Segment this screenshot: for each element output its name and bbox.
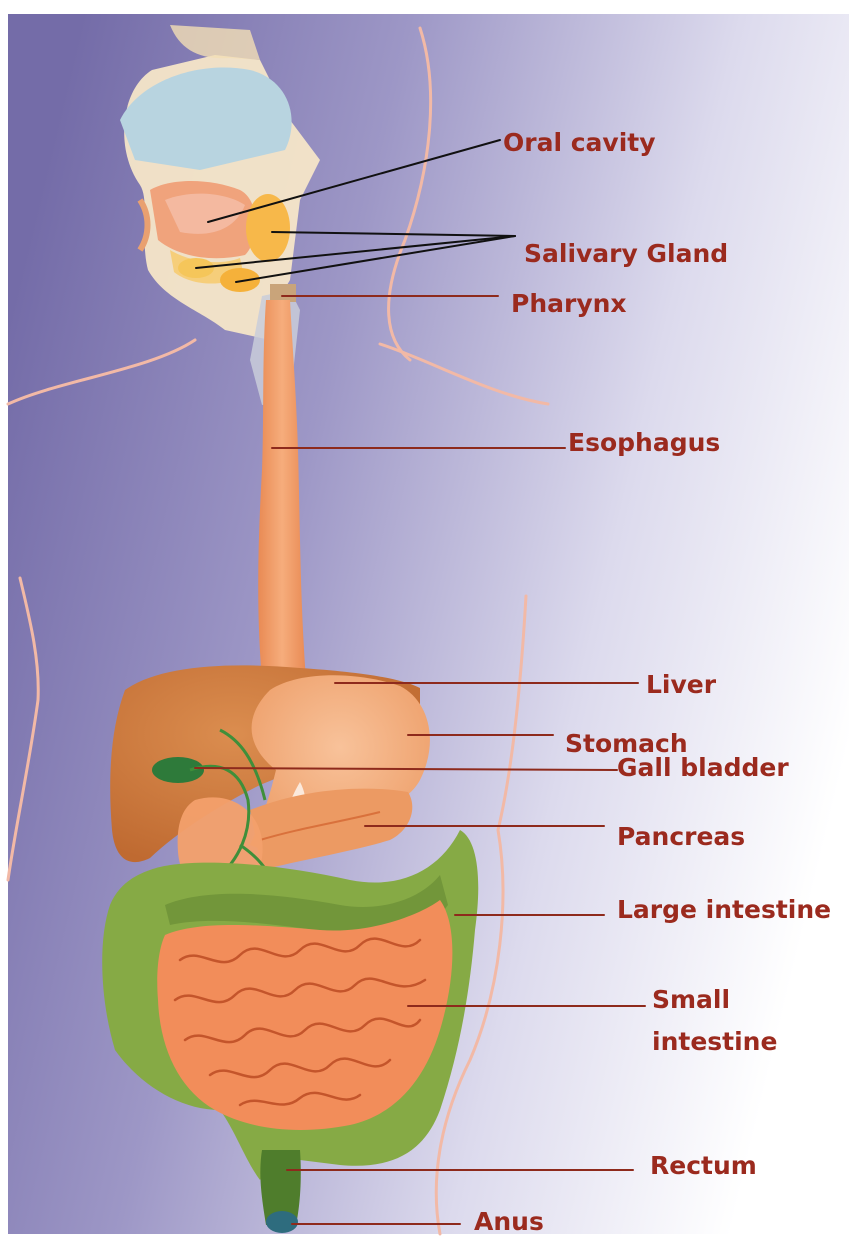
- label-small-intestine-line2: intestine: [652, 1026, 777, 1058]
- gall-bladder-shape: [152, 757, 204, 783]
- label-gall-bladder: Gall bladder: [617, 752, 789, 784]
- label-pancreas: Pancreas: [617, 821, 745, 853]
- anus-shape: [266, 1211, 298, 1233]
- label-liver: Liver: [646, 669, 716, 701]
- label-anus: Anus: [474, 1206, 544, 1238]
- label-large-intestine: Large intestine: [617, 894, 831, 926]
- label-salivary-gland: Salivary Gland: [524, 238, 728, 270]
- label-pharynx: Pharynx: [511, 288, 627, 320]
- label-esophagus: Esophagus: [568, 427, 720, 459]
- label-rectum: Rectum: [650, 1150, 757, 1182]
- label-oral-cavity: Oral cavity: [503, 127, 656, 159]
- label-small-intestine-line1: Small: [652, 984, 730, 1016]
